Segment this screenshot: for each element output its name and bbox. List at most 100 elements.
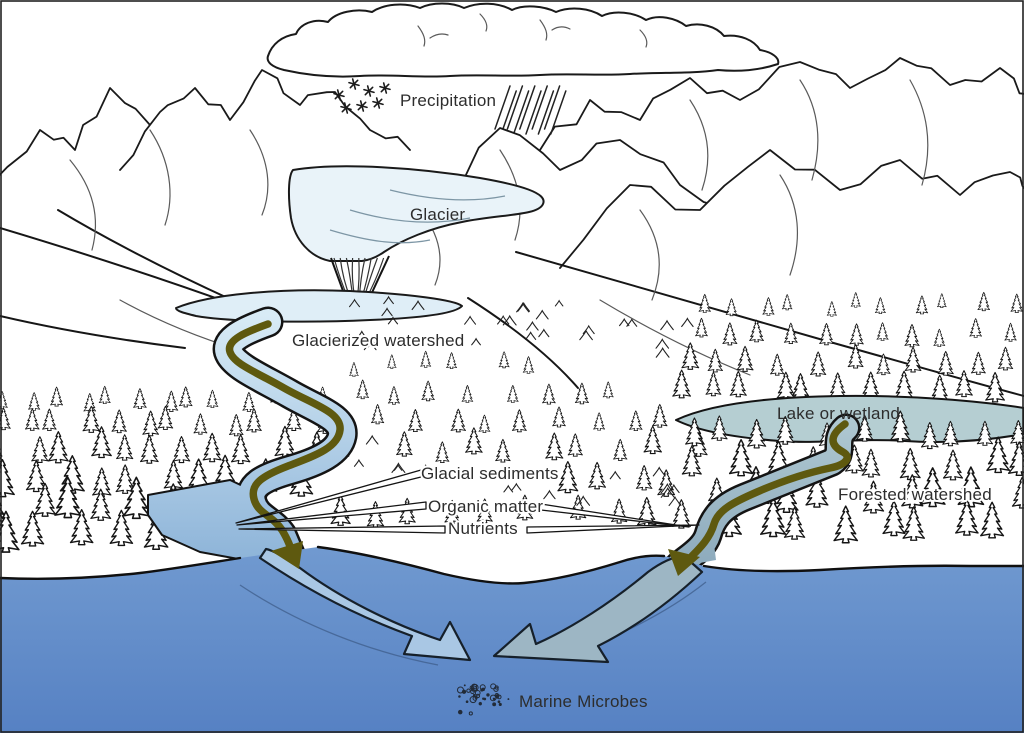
tree-glyph: [31, 436, 49, 463]
tree-glyph: [20, 510, 45, 547]
tree-glyph: [142, 410, 160, 437]
tree-glyph: [421, 380, 435, 402]
tree-glyph: [569, 494, 587, 520]
tree-glyph: [91, 426, 112, 459]
tree-glyph: [246, 408, 262, 433]
tree-glyph: [178, 386, 193, 408]
tree-glyph: [557, 460, 579, 494]
tree-glyph: [206, 389, 219, 408]
tree-glyph: [833, 505, 859, 544]
tree-glyph: [450, 408, 466, 433]
snowflake-glyph: [363, 85, 375, 97]
tree-glyph: [461, 384, 474, 403]
distant-trees: [348, 295, 694, 507]
glacier-label: Glacier: [410, 205, 465, 224]
leader-nutrients-right: [526, 524, 700, 534]
glacier-flowlines: [329, 189, 506, 244]
tree-glyph: [202, 432, 222, 463]
mountain-ridge-line: [559, 149, 1024, 269]
tree-glyph: [396, 431, 413, 457]
tree-glyph: [28, 392, 41, 411]
tree-glyph: [942, 449, 964, 481]
mountain-ridge-line: [539, 57, 1024, 151]
tree-glyph: [109, 509, 134, 547]
tree-glyph: [522, 356, 535, 374]
tree-glyph: [387, 354, 397, 369]
rain-hatch-icon: [494, 85, 567, 135]
tree-glyph: [635, 465, 653, 491]
tree-glyph: [230, 434, 251, 465]
tree-glyph: [588, 461, 607, 490]
tree-glyph: [902, 506, 925, 541]
snowflake-glyph: [333, 89, 345, 101]
tree-glyph: [47, 431, 69, 464]
tree-glyph: [507, 384, 519, 403]
tree-glyph: [1007, 441, 1024, 476]
lake-or-wetland-label: Lake or wetland: [777, 404, 900, 423]
tree-glyph: [356, 379, 370, 400]
glacier-shape: [287, 165, 545, 262]
tree-glyph: [193, 413, 208, 435]
flux-arrow-icon: [225, 320, 851, 576]
tree-glyph: [861, 448, 881, 478]
tree-glyph: [465, 427, 483, 455]
tree-glyph: [407, 409, 423, 433]
tree-glyph: [274, 425, 296, 459]
glacierized-watershed-label: Glacierized watershed: [292, 331, 464, 350]
forest-plume-arrow: [492, 554, 704, 664]
shoreline: [0, 545, 1024, 585]
tree-glyph: [0, 458, 15, 498]
tree-glyph: [98, 385, 111, 405]
leader-organic-matter-left: [236, 501, 427, 526]
tree-glyph: [25, 408, 40, 431]
tree-glyph: [613, 438, 628, 461]
marine-microbes-label: Marine Microbes: [519, 692, 648, 711]
tree-glyph: [545, 432, 564, 461]
snowflake-glyph: [340, 102, 352, 114]
tree-glyph: [42, 408, 57, 431]
tree-glyph: [349, 362, 359, 377]
forested-watershed-label: Forested watershed: [838, 485, 992, 504]
label-leader-lines: [235, 469, 700, 534]
tree-glyph: [172, 435, 191, 464]
tree-glyph: [420, 350, 432, 368]
cloud-shape: [266, 2, 780, 78]
labels: Precipitation Glacier Glacierized waters…: [290, 91, 994, 711]
tree-glyph: [330, 494, 351, 526]
leader-nutrients-left: [238, 525, 446, 534]
leader-glacial-sediments-left: [235, 469, 422, 524]
tree-glyph: [139, 434, 159, 464]
snowflake-glyph: [348, 78, 360, 90]
tree-glyph: [980, 501, 1005, 539]
cloud-texture: [417, 13, 648, 48]
slope-texture: [69, 79, 929, 376]
organic-matter-label: Organic matter: [428, 497, 543, 516]
tree-glyph: [435, 441, 450, 463]
tree-glyph: [69, 509, 94, 546]
tree-glyph: [495, 438, 511, 463]
tree-glyph: [133, 388, 147, 410]
snowflake-glyph: [356, 100, 368, 112]
nutrients-label: Nutrients: [448, 519, 518, 538]
tree-glyph: [567, 433, 583, 457]
tree-glyph: [671, 499, 691, 529]
mountain-ridge-line: [119, 69, 411, 171]
tree-glyph: [50, 386, 64, 407]
tree-glyph: [371, 404, 385, 425]
precipitation-label: Precipitation: [400, 91, 496, 110]
tree-glyph: [366, 501, 385, 528]
glacial-sediments-label: Glacial sediments: [421, 464, 559, 483]
snowflake-glyph: [379, 82, 391, 94]
microbes-dots-icon: [456, 683, 510, 716]
tree-glyph: [542, 383, 556, 405]
tree-glyph: [111, 409, 127, 434]
tree-glyph: [498, 351, 510, 369]
tree-glyph: [657, 469, 676, 497]
tree-glyph: [229, 413, 244, 437]
tree-glyph: [478, 414, 491, 433]
tree-glyph: [511, 409, 527, 433]
tree-glyph: [446, 352, 458, 369]
tree-glyph: [899, 447, 921, 481]
